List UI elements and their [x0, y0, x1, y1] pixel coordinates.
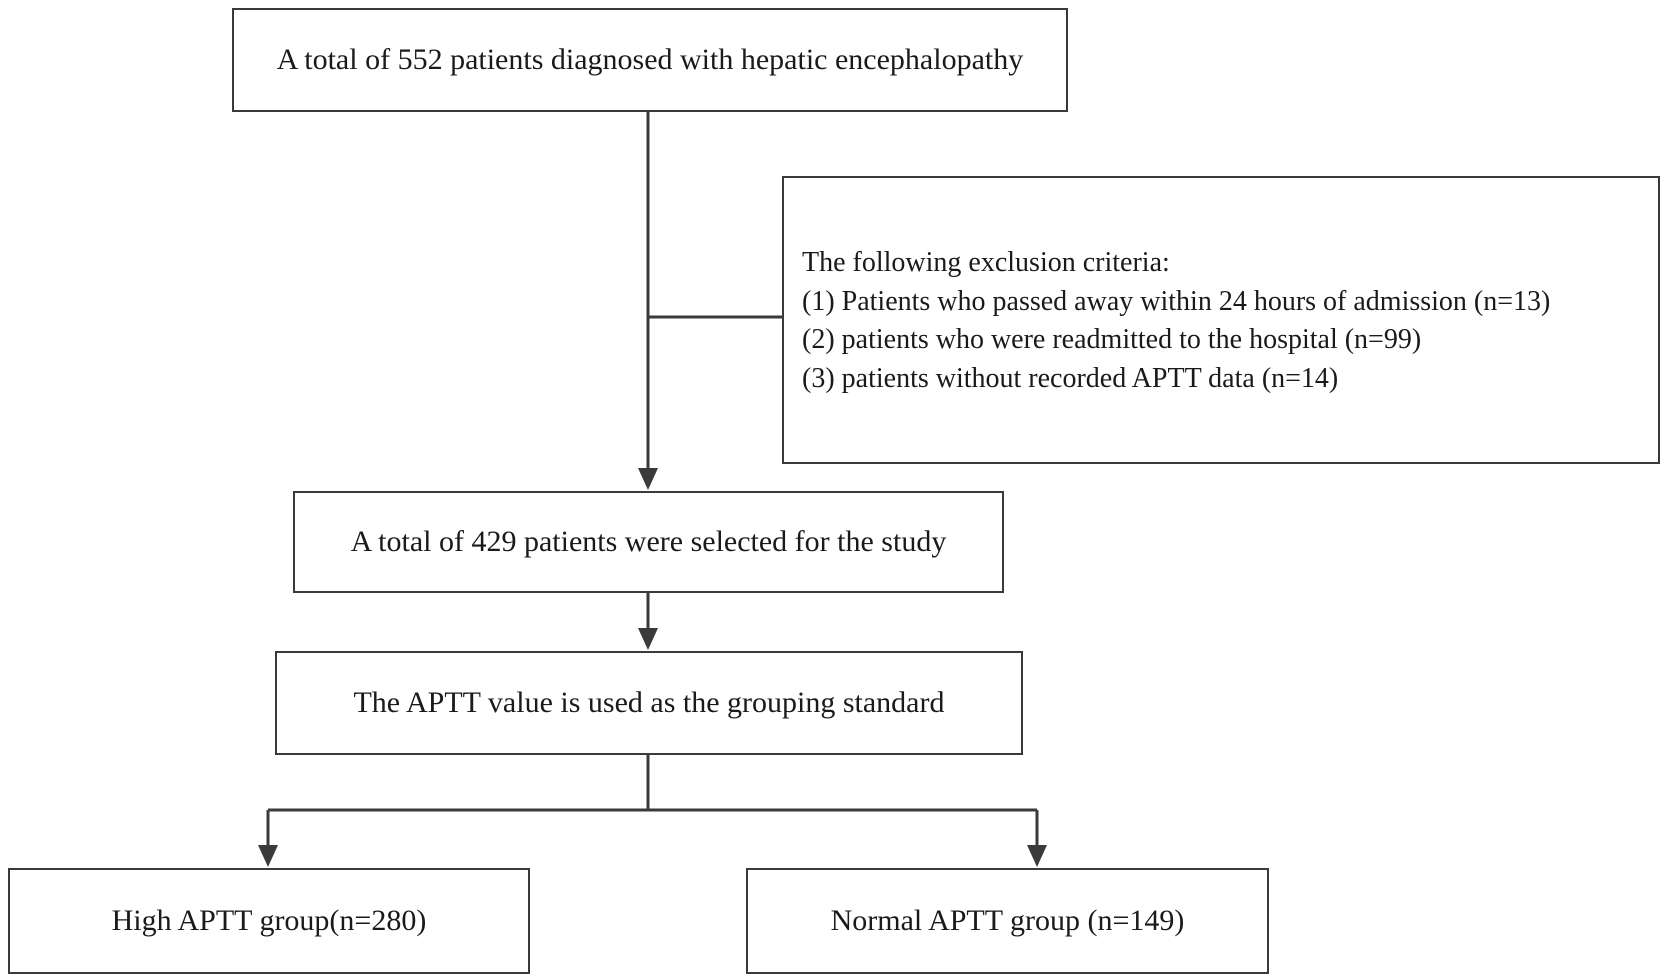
exclusion-item-2: (2) patients who were readmitted to the … — [802, 324, 1422, 355]
normal-aptt-group-box: Normal APTT group (n=149) — [746, 868, 1269, 974]
selected-patients-text: A total of 429 patients were selected fo… — [350, 525, 947, 559]
high-aptt-group-text: High APTT group(n=280) — [111, 904, 427, 938]
exclusion-criteria-list: The following exclusion criteria: (1) Pa… — [802, 244, 1550, 398]
grouping-standard-box: The APTT value is used as the grouping s… — [275, 651, 1023, 755]
total-patients-box: A total of 552 patients diagnosed with h… — [232, 8, 1068, 112]
exclusion-heading: The following exclusion criteria: — [802, 247, 1170, 278]
high-aptt-group-box: High APTT group(n=280) — [8, 868, 530, 974]
arrow-to-grouping — [638, 628, 658, 650]
arrow-to-normal-group — [1027, 845, 1047, 867]
normal-aptt-group-text: Normal APTT group (n=149) — [830, 904, 1185, 938]
exclusion-criteria-box: The following exclusion criteria: (1) Pa… — [782, 176, 1660, 464]
arrow-to-high-group — [258, 845, 278, 867]
grouping-standard-text: The APTT value is used as the grouping s… — [353, 686, 945, 720]
exclusion-item-3: (3) patients without recorded APTT data … — [802, 362, 1339, 394]
selected-patients-box: A total of 429 patients were selected fo… — [293, 491, 1004, 593]
arrow-to-selected — [638, 468, 658, 490]
exclusion-item-1: (1) Patients who passed away within 24 h… — [802, 285, 1551, 317]
total-patients-text: A total of 552 patients diagnosed with h… — [276, 43, 1024, 77]
